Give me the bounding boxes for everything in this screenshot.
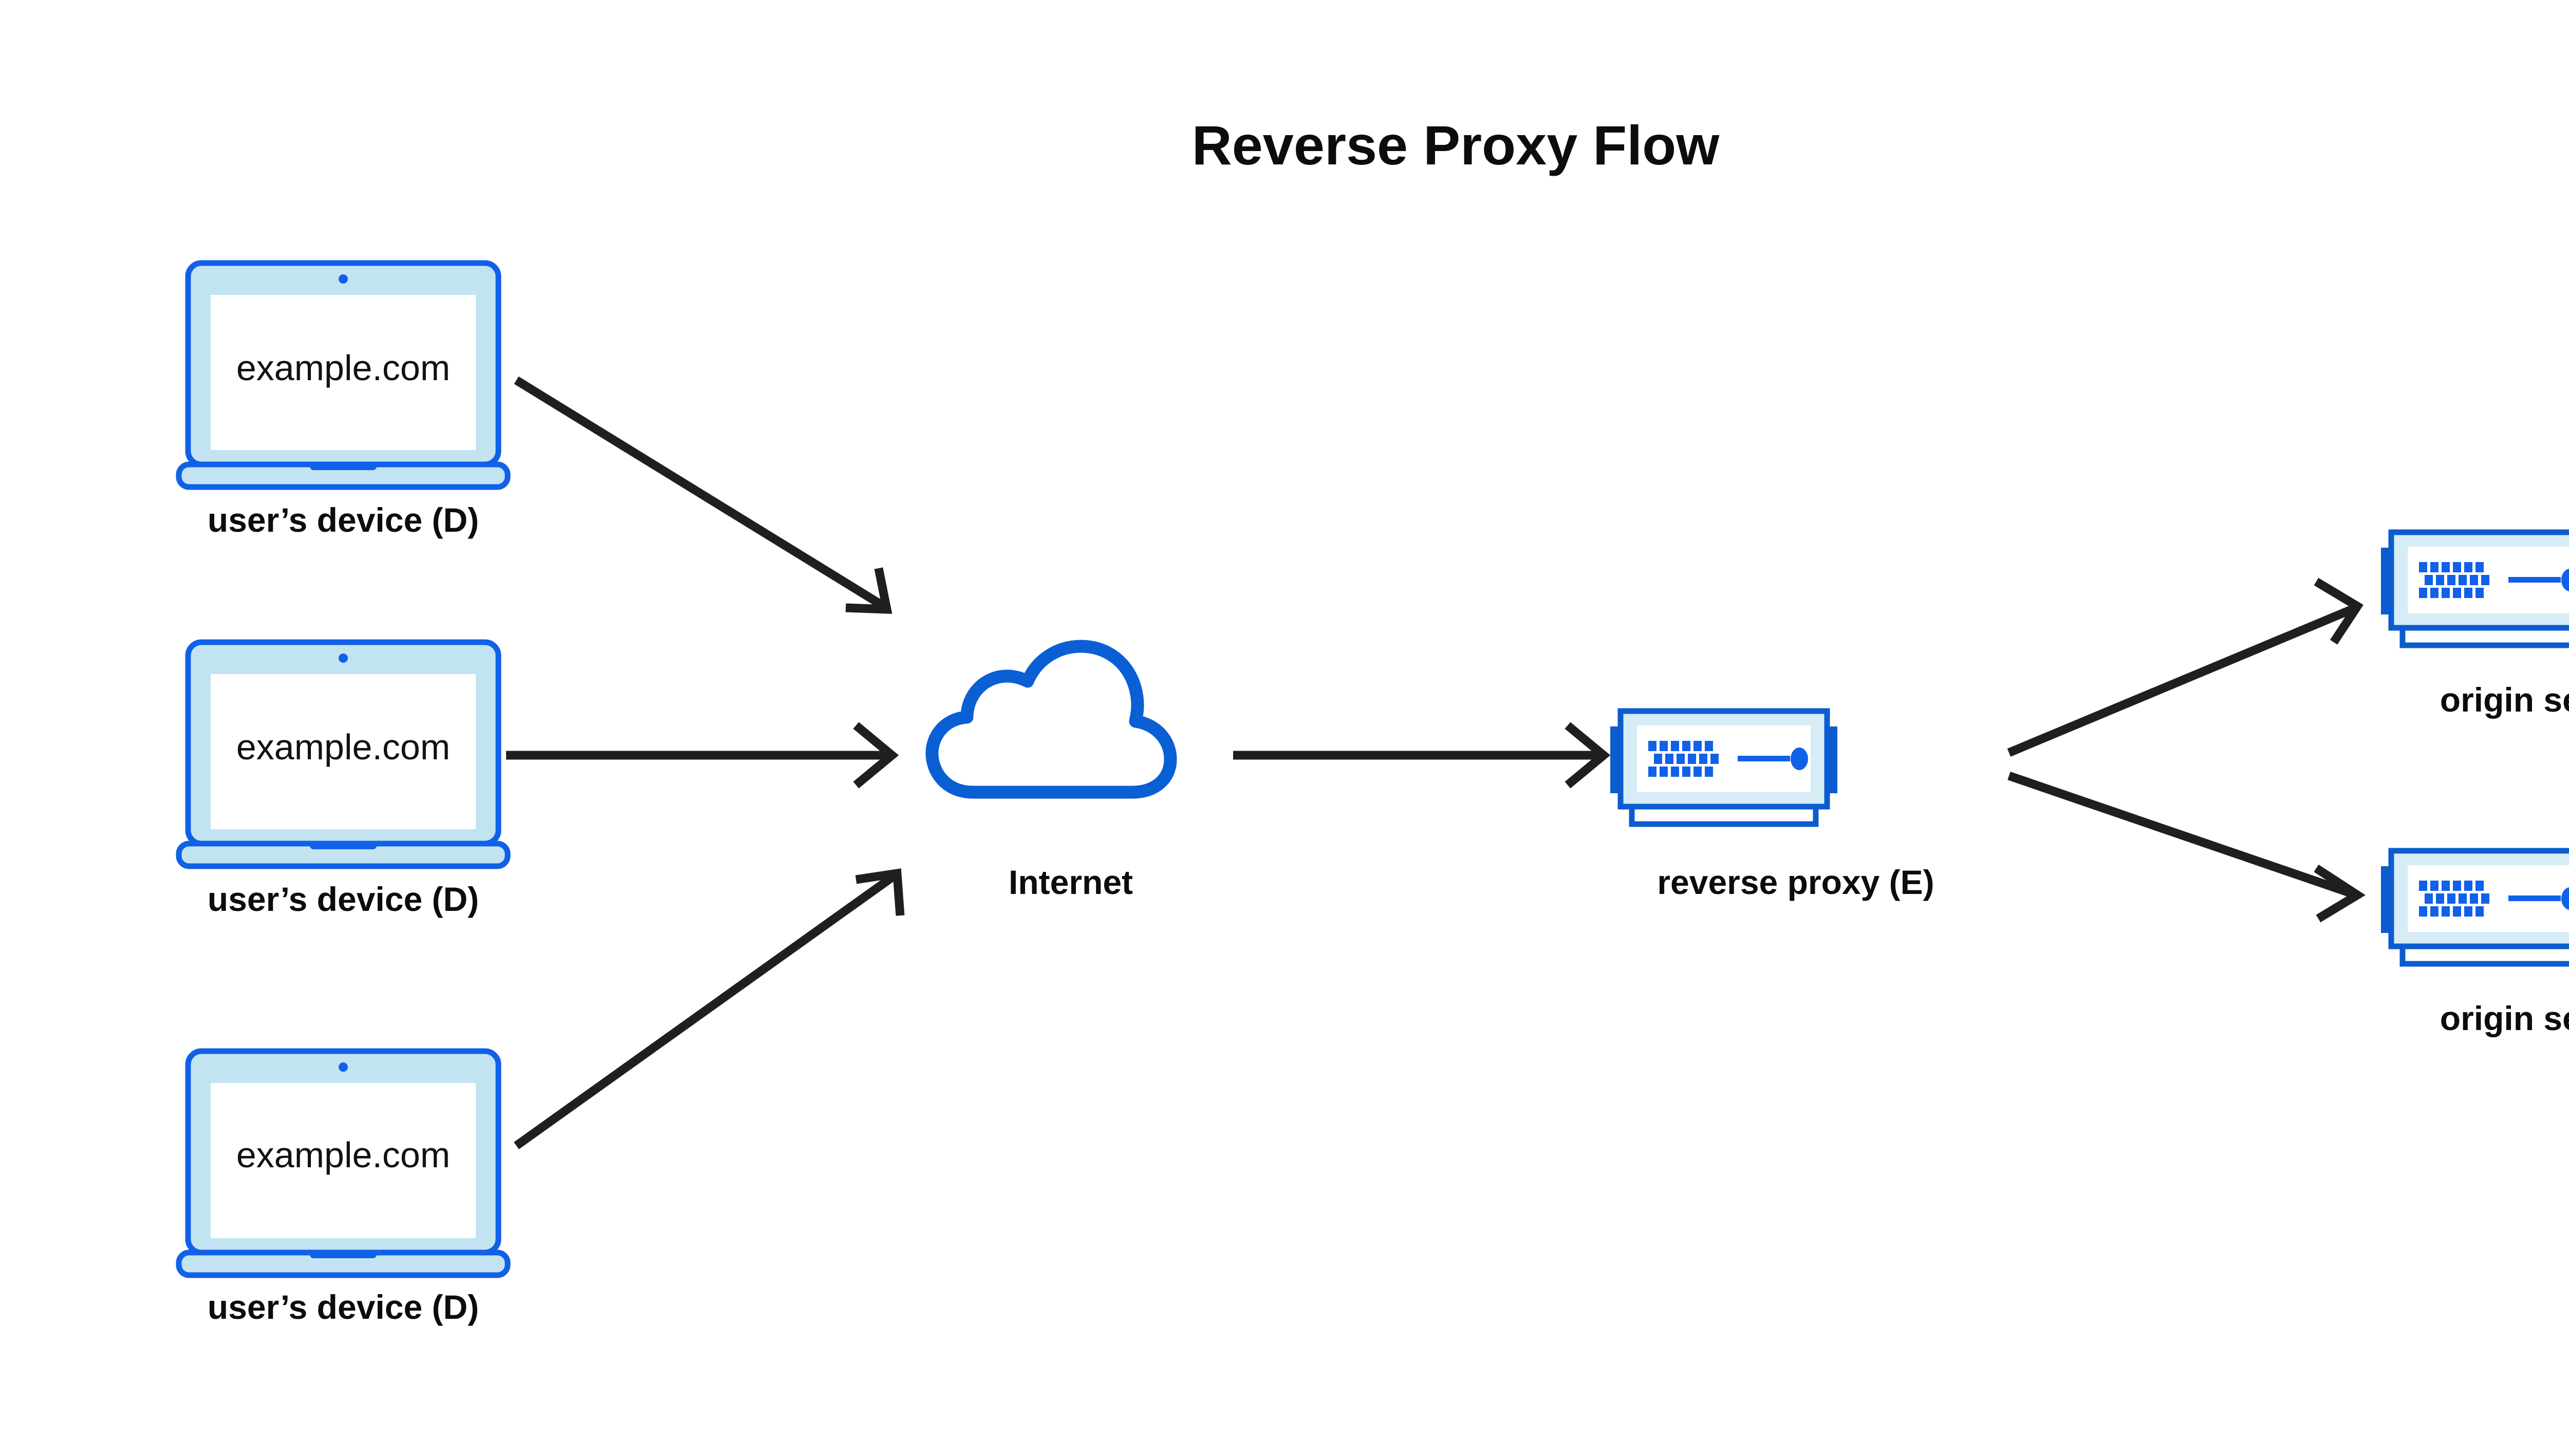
node-device-2[interactable]: example.com user’s device (D): [179, 642, 508, 918]
device-screen-text: example.com: [236, 1135, 450, 1175]
server-icon: [2381, 532, 2569, 645]
device-label: user’s device (D): [208, 1288, 479, 1326]
edge-device3-internet: [514, 868, 905, 1149]
arrowhead-icon: [853, 722, 899, 789]
arrowhead-icon: [855, 868, 905, 916]
node-origin-1[interactable]: origin server (F): [2381, 532, 2569, 719]
edge-proxy-origin1: [2007, 577, 2363, 757]
device-screen-text: example.com: [236, 348, 450, 388]
edge-device2-internet: [506, 722, 899, 789]
device-screen-text: example.com: [236, 727, 450, 767]
internet-label: Internet: [1009, 863, 1133, 901]
arrowhead-icon: [1565, 722, 1611, 789]
node-internet[interactable]: Internet: [932, 646, 1170, 901]
device-label: user’s device (D): [208, 501, 479, 539]
arrowhead-icon: [2314, 864, 2366, 923]
server-icon: [2381, 851, 2569, 964]
node-reverse-proxy[interactable]: reverse proxy (E): [1610, 711, 1934, 901]
cloud-icon: [932, 646, 1170, 792]
page-title: Reverse Proxy Flow: [1192, 114, 1720, 176]
edge-proxy-origin2: [2007, 771, 2366, 923]
origin-server-label: origin server (F): [2440, 681, 2569, 719]
edge-device1-internet: [514, 376, 892, 614]
reverse-proxy-label: reverse proxy (E): [1657, 863, 1934, 901]
arrowhead-icon: [845, 567, 892, 614]
server-icon: [1610, 711, 1837, 824]
origin-server-label: origin server (F): [2440, 999, 2569, 1037]
edge-internet-proxy: [1233, 722, 1611, 789]
node-device-1[interactable]: example.com user’s device (D): [179, 263, 508, 539]
node-device-3[interactable]: example.com user’s device (D): [179, 1051, 508, 1326]
arrowhead-icon: [2314, 577, 2363, 645]
node-origin-2[interactable]: origin server (F): [2381, 851, 2569, 1037]
device-label: user’s device (D): [208, 880, 479, 918]
